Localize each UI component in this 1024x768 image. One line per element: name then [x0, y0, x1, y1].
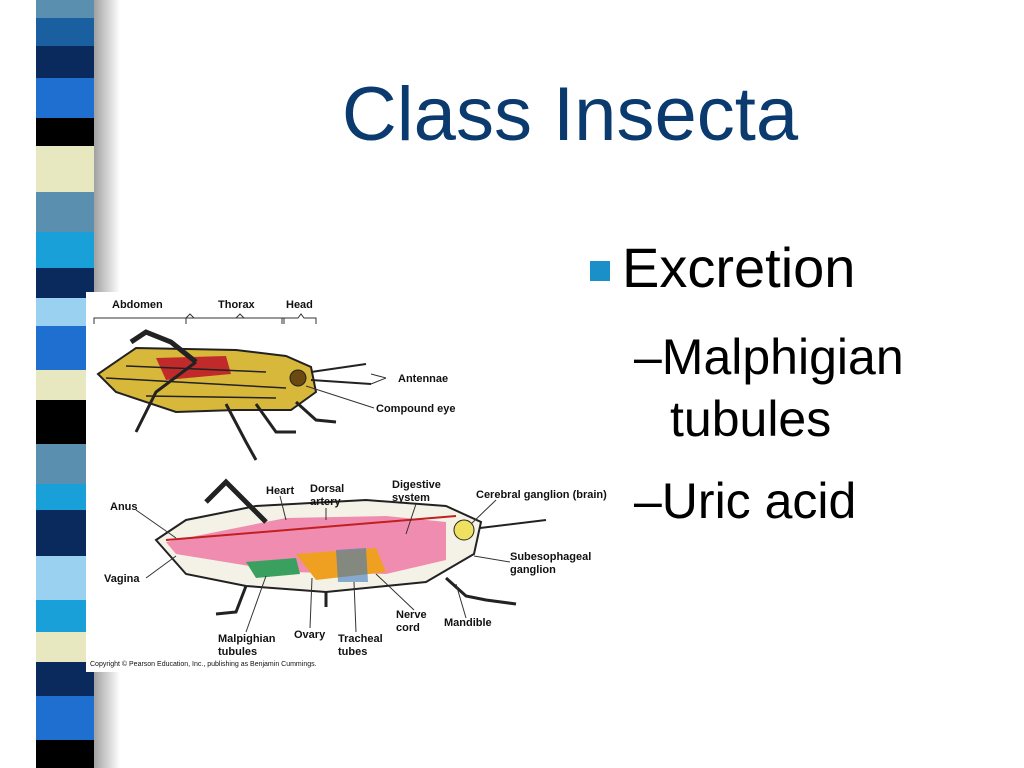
label-anus: Anus: [110, 501, 138, 513]
label-malpighian: Malpighian: [218, 633, 276, 645]
decorative-stripe-border: [36, 0, 120, 768]
label-mandible: Mandible: [444, 617, 492, 629]
copyright-text: Copyright © Pearson Education, Inc., pub…: [90, 660, 317, 668]
label-compound-eye: Compound eye: [376, 403, 455, 415]
sub-item-malphigian: –Malphigian: [634, 329, 904, 385]
stripe-blocks: [36, 0, 94, 768]
bullet-text: Excretion: [622, 236, 856, 299]
label-cerebral-ganglion: Cerebral ganglion (brain): [476, 489, 607, 501]
label-vagina: Vagina: [104, 573, 140, 585]
grasshopper-interior: [154, 478, 547, 616]
label-cord: cord: [396, 622, 420, 634]
label-abdomen: Abdomen: [112, 299, 163, 311]
label-dorsal: Dorsal: [310, 483, 344, 495]
slide-title: Class Insecta: [341, 72, 799, 157]
label-ganglion: ganglion: [510, 564, 556, 576]
label-digestive: Digestive: [392, 479, 441, 491]
label-antennae: Antennae: [398, 373, 448, 385]
label-ovary: Ovary: [294, 629, 326, 641]
label-heart: Heart: [266, 485, 294, 497]
grasshopper-anatomy-diagram: Abdomen Thorax Head Antennae Compound ey…: [86, 292, 616, 672]
label-subesophageal: Subesophageal: [510, 551, 591, 563]
label-nerve: Nerve: [396, 609, 427, 621]
bullet-excretion: Excretion: [590, 236, 855, 300]
grasshopper-exterior: [96, 329, 372, 461]
label-head: Head: [286, 299, 313, 311]
sub-item-uric-acid: –Uric acid: [634, 473, 857, 529]
label-artery: artery: [310, 496, 341, 508]
label-tubules: tubules: [218, 646, 257, 658]
sub-item-tubules: tubules: [670, 391, 832, 447]
label-thorax: Thorax: [218, 299, 256, 311]
label-tubes: tubes: [338, 646, 367, 658]
label-system: system: [392, 492, 430, 504]
label-tracheal: Tracheal: [338, 633, 383, 645]
square-bullet-icon: [590, 261, 610, 281]
